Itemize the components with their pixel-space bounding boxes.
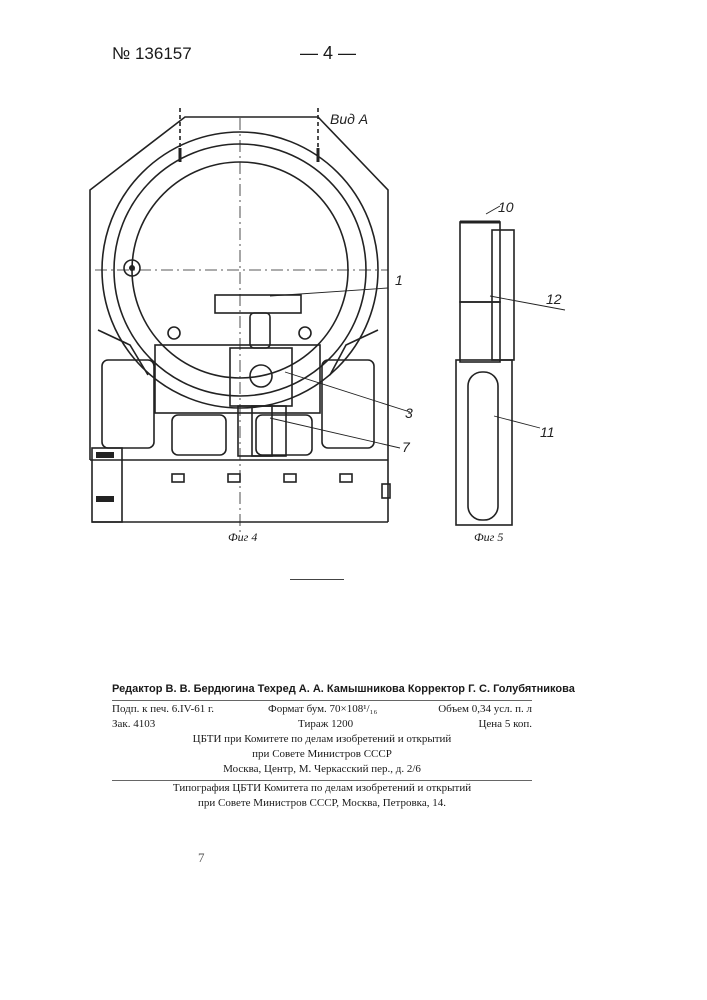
printer-line-2: при Совете Министров СССР, Москва, Петро… — [112, 797, 532, 809]
paper-format: Формат бум. 70×108¹/₁₆ — [268, 703, 377, 715]
price: Цена 5 коп. — [478, 718, 532, 730]
callout-3: 3 — [405, 405, 413, 421]
publisher-line-3: Москва, Центр, М. Черкасский пер., д. 2/… — [112, 763, 532, 775]
publisher-line-2: при Совете Министров СССР — [112, 748, 532, 760]
figure-5-caption: Фиг 5 — [474, 530, 503, 545]
publisher-line-1: ЦБТИ при Комитете по делам изобретений и… — [112, 733, 532, 745]
rule-bottom — [112, 780, 532, 781]
callout-10: 10 — [498, 199, 514, 215]
callout-11: 11 — [540, 424, 555, 440]
callout-1: 1 — [395, 272, 403, 288]
separator — [290, 579, 344, 580]
callout-12: 12 — [546, 291, 562, 307]
technical-drawing: Вид А 1 3 7 10 12 11 — [0, 0, 707, 600]
view-label: Вид А — [330, 111, 368, 127]
callout-7: 7 — [402, 439, 411, 455]
order-number: Зак. 4103 — [112, 718, 155, 730]
editorial-staff: Редактор В. В. Бердюгина Техред А. А. Ка… — [112, 683, 575, 695]
print-run: Тираж 1200 — [298, 718, 353, 730]
rule-top — [112, 700, 532, 701]
print-volume: Объем 0,34 усл. п. л — [438, 703, 532, 715]
signed-date: Подп. к печ. 6.IV-61 г. — [112, 703, 214, 715]
figure-4-caption: Фиг 4 — [228, 530, 257, 545]
page-footer-mark: 7 — [198, 850, 205, 866]
printer-line-1: Типография ЦБТИ Комитета по делам изобре… — [112, 782, 532, 794]
